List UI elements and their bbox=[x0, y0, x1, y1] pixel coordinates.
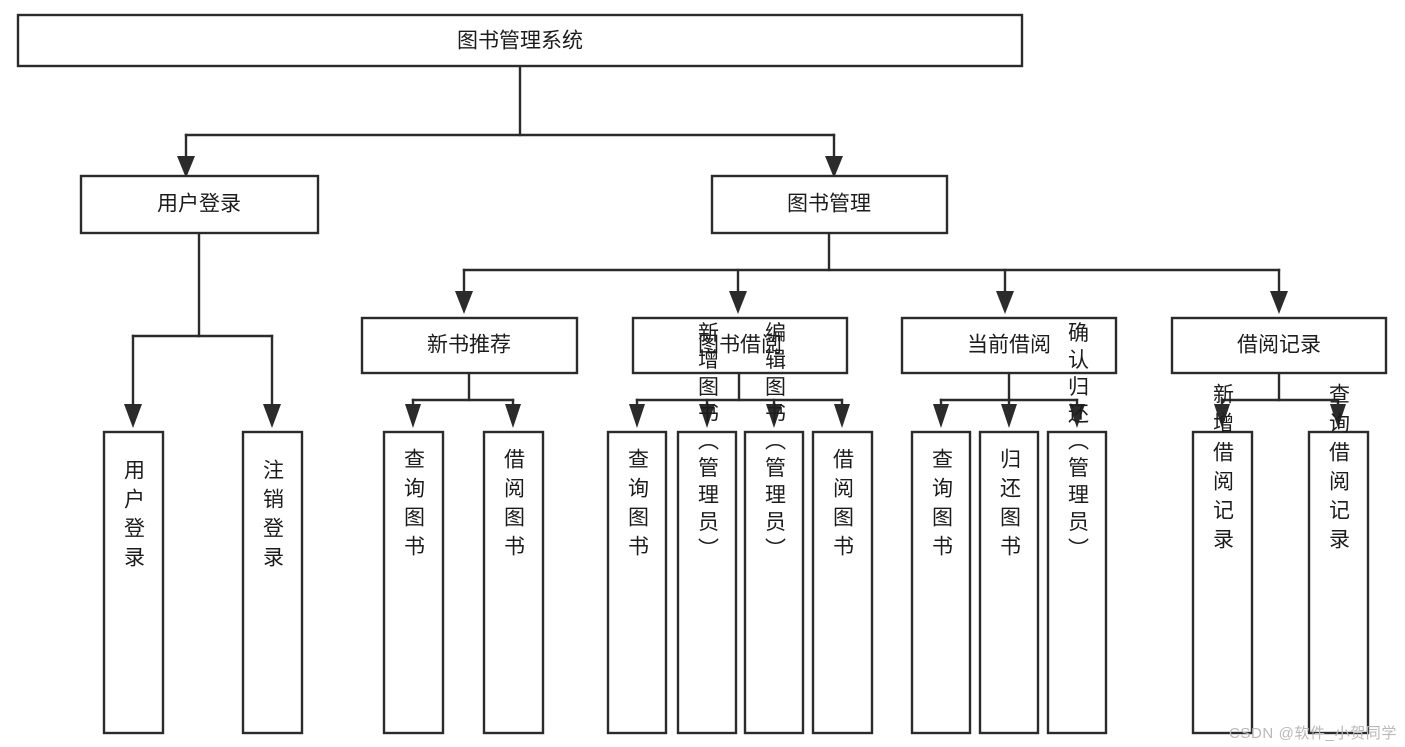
leaf-box-borrow-2[interactable] bbox=[676, 430, 738, 735]
node-box-new-book-recommend[interactable] bbox=[360, 316, 579, 375]
leaf-node-record-2[interactable]: 查询借阅记录 bbox=[1307, 383, 1370, 735]
node-box-book-borrow[interactable] bbox=[631, 316, 849, 375]
arrow-icon-to-borrow bbox=[729, 291, 747, 314]
node-label-book-management: 图书管理 bbox=[787, 193, 871, 216]
node-label-book-borrow: 图书借阅 bbox=[698, 334, 782, 357]
arrow-icon-to-record bbox=[1270, 291, 1288, 314]
arrow-icon-userlogin-leaf-2 bbox=[263, 404, 281, 428]
arrow-icon-recommend-leaf-2 bbox=[505, 404, 521, 428]
arrow-icon-recommend-leaf-1 bbox=[405, 404, 421, 428]
leaf-label-user-login-1: 用户登录 bbox=[122, 459, 146, 575]
node-box-user-login[interactable] bbox=[79, 174, 320, 235]
arrow-icon-current-leaf-2 bbox=[1001, 404, 1017, 428]
leaf-label-borrow-2: 新增图书（管理员） bbox=[696, 322, 720, 565]
node-label-user-login: 用户登录 bbox=[157, 193, 241, 216]
arrow-icon-to-userlogin bbox=[177, 156, 195, 178]
leaf-node-borrow-1[interactable]: 查询图书 bbox=[606, 430, 668, 735]
leaf-box-borrow-4[interactable] bbox=[811, 430, 874, 735]
leaf-label-current-3: 确认归还（管理员） bbox=[1066, 322, 1090, 565]
node-box-book-management[interactable] bbox=[710, 174, 949, 235]
arrow-icon-borrow-leaf-3 bbox=[766, 404, 782, 428]
node-new-book-recommend[interactable]: 新书推荐 bbox=[360, 316, 579, 375]
node-user-login[interactable]: 用户登录 bbox=[79, 174, 320, 235]
leaf-node-borrow-3[interactable]: 编辑图书（管理员） bbox=[743, 322, 805, 735]
leaf-node-current-3[interactable]: 确认归还（管理员） bbox=[1046, 322, 1108, 735]
leaf-node-borrow-4[interactable]: 借阅图书 bbox=[811, 430, 874, 735]
leaf-box-record-2[interactable] bbox=[1307, 430, 1370, 735]
leaf-box-borrow-3[interactable] bbox=[743, 430, 805, 735]
leaf-node-recommend-2[interactable]: 借阅图书 bbox=[482, 430, 545, 735]
leaf-node-current-2[interactable]: 归还图书 bbox=[978, 430, 1040, 735]
leaf-node-borrow-2[interactable]: 新增图书（管理员） bbox=[676, 322, 738, 735]
node-borrow-record[interactable]: 借阅记录 bbox=[1170, 316, 1388, 375]
leaf-box-recommend-2[interactable] bbox=[482, 430, 545, 735]
node-box-root[interactable] bbox=[16, 13, 1024, 68]
leaf-label-current-1: 查询图书 bbox=[930, 448, 954, 564]
node-label-new-book-recommend: 新书推荐 bbox=[427, 334, 511, 357]
leaf-box-user-login-1[interactable] bbox=[102, 430, 165, 735]
arrow-icon-borrow-leaf-4 bbox=[834, 404, 850, 428]
arrow-icon-record-leaf-2 bbox=[1330, 404, 1346, 428]
leaf-label-borrow-3: 编辑图书（管理员） bbox=[763, 322, 787, 565]
arrow-icon-to-current bbox=[996, 291, 1014, 314]
leaf-node-current-1[interactable]: 查询图书 bbox=[910, 430, 972, 735]
node-current-borrow[interactable]: 当前借阅 bbox=[900, 316, 1118, 375]
leaf-box-recommend-1[interactable] bbox=[382, 430, 445, 735]
arrow-icon-to-recommend bbox=[455, 291, 473, 314]
arrow-icon-borrow-leaf-1 bbox=[629, 404, 645, 428]
node-root-system[interactable]: 图书管理系统 bbox=[16, 13, 1024, 68]
leaf-box-current-2[interactable] bbox=[978, 430, 1040, 735]
node-label-root: 图书管理系统 bbox=[457, 30, 583, 53]
leaf-label-record-1: 新增借阅记录 bbox=[1211, 383, 1235, 557]
leaf-node-recommend-1[interactable]: 查询图书 bbox=[382, 430, 445, 735]
node-box-borrow-record[interactable] bbox=[1170, 316, 1388, 375]
leaf-label-borrow-1: 查询图书 bbox=[626, 448, 650, 564]
node-book-management[interactable]: 图书管理 bbox=[710, 174, 949, 235]
leaf-node-record-1[interactable]: 新增借阅记录 bbox=[1191, 383, 1254, 735]
leaf-node-user-login-2[interactable]: 注销登录 bbox=[241, 430, 304, 735]
arrow-icon-current-leaf-1 bbox=[933, 404, 949, 428]
leaf-box-current-3[interactable] bbox=[1046, 430, 1108, 735]
leaf-box-current-1[interactable] bbox=[910, 430, 972, 735]
leaf-box-user-login-2[interactable] bbox=[241, 430, 304, 735]
arrow-icon-to-bookmgmt bbox=[825, 156, 843, 178]
leaf-box-borrow-1[interactable] bbox=[606, 430, 668, 735]
node-label-current-borrow: 当前借阅 bbox=[967, 334, 1051, 357]
arrow-icon-userlogin-leaf-1 bbox=[124, 404, 142, 428]
arrowhead-layer bbox=[124, 156, 1346, 428]
leaf-box-record-1[interactable] bbox=[1191, 430, 1254, 735]
node-label-borrow-record: 借阅记录 bbox=[1237, 334, 1321, 357]
arrow-icon-borrow-leaf-2 bbox=[699, 404, 715, 428]
leaf-label-recommend-2: 借阅图书 bbox=[502, 448, 526, 564]
arrow-icon-record-leaf-1 bbox=[1214, 404, 1230, 428]
leaf-label-recommend-1: 查询图书 bbox=[402, 448, 426, 564]
leaf-label-borrow-4: 借阅图书 bbox=[831, 448, 855, 564]
leaf-label-user-login-2: 注销登录 bbox=[261, 459, 285, 575]
leaf-label-record-2: 查询借阅记录 bbox=[1327, 383, 1351, 557]
node-book-borrow[interactable]: 图书借阅 bbox=[631, 316, 849, 375]
leaf-label-current-2: 归还图书 bbox=[998, 448, 1022, 564]
leaf-node-user-login-1[interactable]: 用户登录 bbox=[102, 430, 165, 735]
node-box-current-borrow[interactable] bbox=[900, 316, 1118, 375]
arrow-icon-current-leaf-3 bbox=[1069, 404, 1085, 428]
